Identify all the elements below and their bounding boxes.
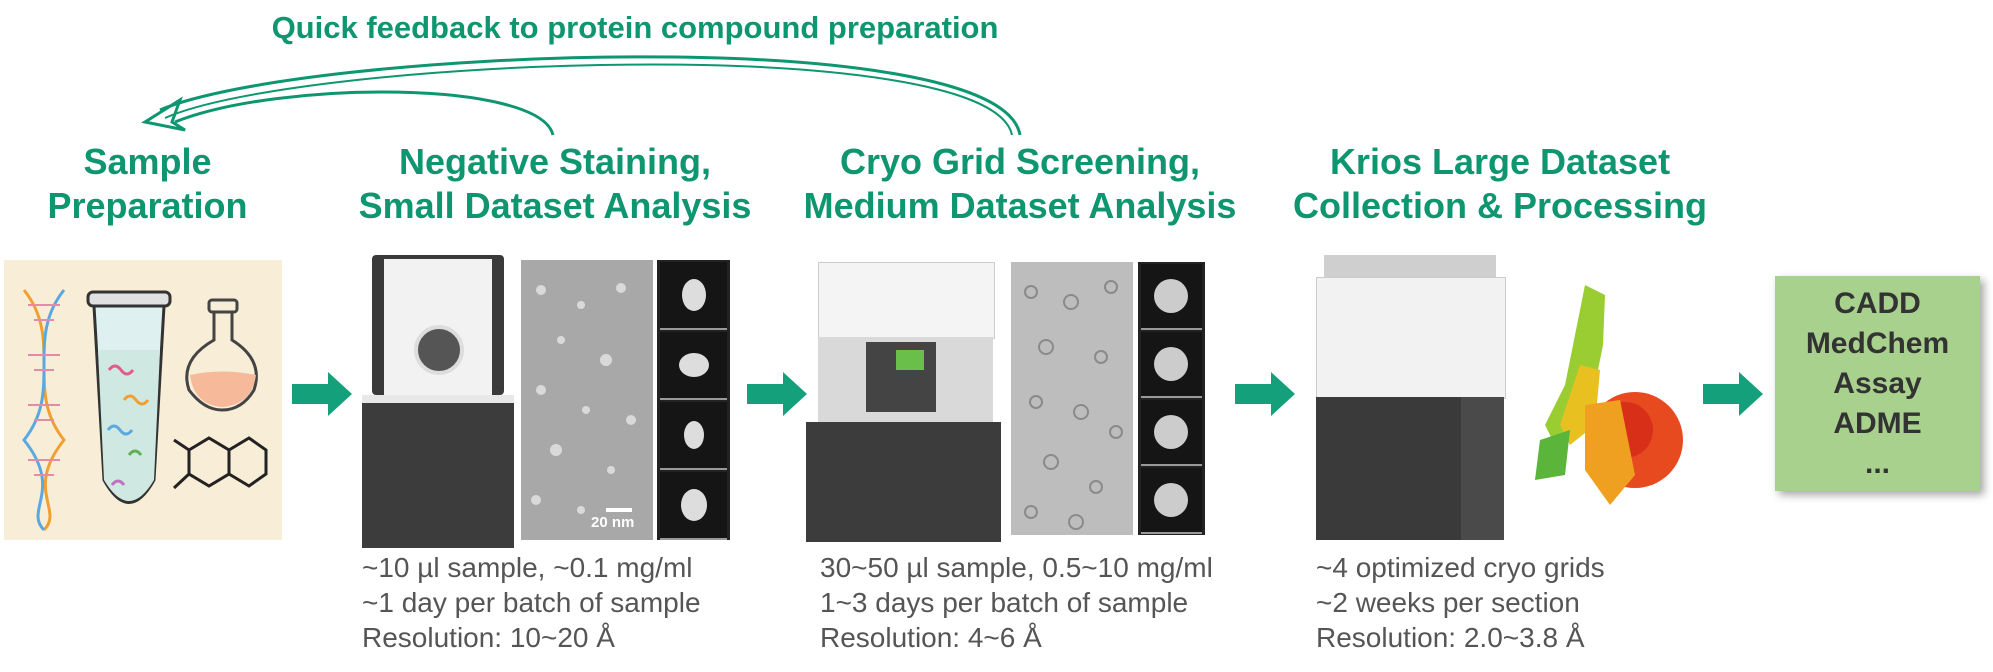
scale-bar [606, 508, 632, 512]
2d-class-averages-cryo [1138, 262, 1205, 535]
feedback-arc-long [159, 55, 1022, 136]
stage-title-negative-staining: Negative Staining,Small Dataset Analysis [358, 141, 752, 226]
cryo-micrograph [1011, 262, 1133, 535]
tem-microscope-small [362, 255, 514, 548]
molecule-icon [172, 436, 268, 490]
flow-arrow-4 [1703, 372, 1763, 416]
2d-class-averages-neg [657, 260, 730, 540]
flow-arrow-2 [747, 372, 807, 416]
tem-viewport [414, 325, 464, 375]
feedback-arc-short [174, 90, 555, 136]
feedback-arc [141, 55, 1022, 136]
downstream-item-assay: Assay [1833, 366, 1922, 400]
stage-desc-krios: ~4 optimized cryo grids ~2 weeks per sec… [1316, 552, 1605, 653]
class-average [1141, 400, 1202, 466]
tube-icon [86, 290, 172, 504]
scale-bar-label: 20 nm [591, 514, 635, 531]
feedback-arrowhead [141, 96, 186, 132]
stage-desc-negative-staining: ~10 µl sample, ~0.1 mg/ml ~1 day per bat… [362, 552, 701, 653]
krios-microscope [1316, 255, 1506, 540]
downstream-item-more: ... [1864, 446, 1890, 480]
density-map [1525, 275, 1705, 515]
stage-title-cryo-grid: Cryo Grid Screening,Medium Dataset Analy… [803, 141, 1237, 226]
flow-arrow-3 [1235, 372, 1295, 416]
downstream-item-medchem: MedChem [1805, 326, 1950, 360]
stage-desc-cryo-grid: 30~50 µl sample, 0.5~10 mg/ml 1~3 days p… [820, 552, 1213, 653]
sample-icons [22, 289, 268, 532]
flask-icon [185, 298, 258, 412]
downstream-item-cadd: CADD [1834, 286, 1921, 320]
feedback-label: Quick feedback to protein compound prepa… [271, 10, 999, 45]
class-average [660, 472, 727, 540]
sample-illustration [4, 260, 282, 540]
class-average [1141, 332, 1202, 398]
downstream-item-adme: ADME [1833, 406, 1922, 440]
downstream-applications-box: CADD MedChem Assay ADME ... [1775, 276, 1980, 491]
dna-icon [22, 289, 66, 532]
flow-arrow-1 [292, 372, 352, 416]
feedback-arc-long-inner [164, 63, 1013, 136]
class-average [660, 402, 727, 470]
class-average [660, 262, 727, 330]
class-average [660, 332, 727, 400]
class-average [1141, 468, 1202, 534]
negative-stain-micrograph: 20 nm [521, 260, 653, 540]
class-average [1141, 264, 1202, 330]
cryo-tem-medium [806, 262, 1001, 542]
